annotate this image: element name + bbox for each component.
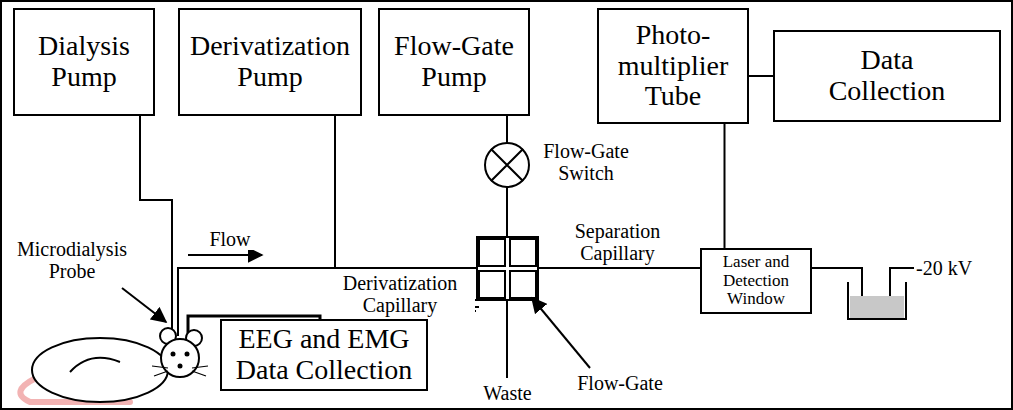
dialysis-line <box>140 116 172 336</box>
annotation-label: Derivatization Capillary <box>325 272 475 316</box>
mouse-eye <box>185 352 190 357</box>
annotation-label: Flow-Gate <box>570 372 670 394</box>
flow-gate-quadrant <box>510 271 536 298</box>
box-label: Derivatization Pump <box>184 31 356 93</box>
mouse-leg <box>70 358 120 372</box>
process-box: Photo-multiplier Tube <box>597 8 749 124</box>
flow-gate-quadrant <box>510 239 536 266</box>
waste-line <box>506 300 508 378</box>
flow-gate <box>477 237 538 300</box>
flow-gate-line <box>506 116 508 237</box>
process-box: Laser and Detection Window <box>700 248 812 314</box>
box-label: Photo-multiplier Tube <box>603 20 743 112</box>
mouse-whiskers <box>152 366 208 376</box>
separation-capillary <box>538 267 701 269</box>
annotation-label: Flow <box>200 228 260 250</box>
flow-arrow <box>188 254 262 256</box>
probe-leader <box>122 288 166 322</box>
flow-gate-switch <box>485 143 529 187</box>
buffer-fill <box>850 296 904 318</box>
buffer-vial <box>848 282 906 319</box>
flow-gate-leader <box>532 298 590 368</box>
flow-gate-quadrant <box>479 239 505 266</box>
annotation-label: Microdialysis Probe <box>6 238 138 282</box>
process-box: Flow-Gate Pump <box>378 8 530 116</box>
annotation-label: Waste <box>470 382 545 404</box>
process-box: Derivatization Pump <box>178 8 362 116</box>
mouse-body <box>32 338 168 402</box>
annotation-label: Separation Capillary <box>545 220 690 264</box>
signal-wire <box>749 75 773 77</box>
switch-cross <box>491 149 523 181</box>
mouse-eye <box>171 352 176 357</box>
box-label: Dialysis Pump <box>19 31 149 93</box>
box-label: Laser and Detection Window <box>706 253 806 309</box>
mouse-nose <box>178 364 183 369</box>
process-box: Data Collection <box>773 30 1001 122</box>
process-box: Dialysis Pump <box>13 8 155 116</box>
process-box: EEG and EMG Data Collection <box>220 319 428 391</box>
annotation-label: -20 kV <box>916 257 988 279</box>
mouse <box>20 328 208 402</box>
box-label: Flow-Gate Pump <box>384 31 524 93</box>
box-label: EEG and EMG Data Collection <box>226 324 422 386</box>
annotation-label: Flow-Gate Switch <box>536 140 636 184</box>
box-label: Data Collection <box>807 45 967 107</box>
flow-gate-quadrant <box>479 271 505 298</box>
derivatization-line <box>334 116 336 268</box>
signal-wire <box>724 124 726 248</box>
